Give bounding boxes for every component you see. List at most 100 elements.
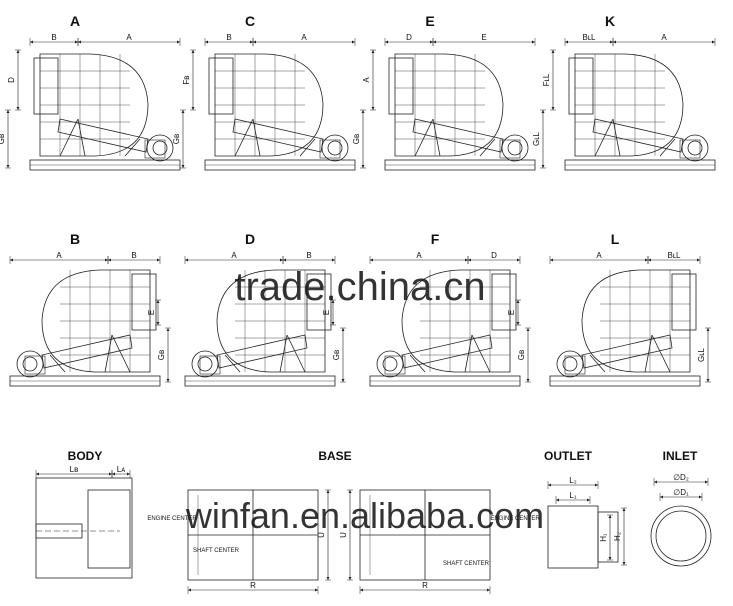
shaft-center-label: SHAFT CENTER [193, 548, 240, 554]
fan-view [9, 269, 161, 387]
view-title: F [431, 231, 440, 247]
view-title: K [605, 13, 615, 29]
shaft-center-label: SHAFT CENTER [443, 561, 490, 567]
dimension-label: A [126, 33, 132, 42]
fan-view [369, 269, 521, 387]
dimension-label: H₁ [599, 533, 608, 542]
motor-end [382, 356, 398, 372]
outlet-box [131, 273, 157, 331]
outlet-box [388, 57, 414, 115]
dimension-label: A [596, 251, 602, 260]
shaft-tube [401, 334, 493, 369]
fan-casing [581, 269, 691, 373]
body-inlet-ring [87, 489, 131, 569]
motor-housing [191, 350, 219, 378]
support-leg [589, 354, 606, 373]
view-title: C [245, 13, 255, 29]
motor-housing [376, 350, 404, 378]
view-title: B [70, 231, 80, 247]
dimension-label: E [507, 310, 516, 315]
motor-body [499, 139, 521, 159]
dimension-label: A [416, 251, 422, 260]
dimension-label: A [301, 33, 307, 42]
support-leg [104, 334, 113, 373]
dimension-label: B [226, 33, 231, 42]
motor-housing [146, 134, 174, 162]
motor-body [384, 355, 406, 375]
shaft-tube [412, 118, 504, 153]
dimension-label: GʟL [697, 348, 706, 362]
shaft-tube [592, 118, 684, 153]
dimension-label: D [7, 77, 16, 83]
support-leg [464, 334, 473, 373]
shaft-tube [232, 118, 324, 153]
support-leg [471, 334, 491, 373]
support-leg [414, 118, 434, 157]
dimension-label: R [422, 581, 428, 590]
fan-casing [216, 269, 326, 373]
support-leg [651, 334, 671, 373]
motor-end [197, 356, 213, 372]
fan-casing [574, 53, 684, 157]
support-leg [659, 138, 676, 157]
view-title: E [425, 13, 434, 29]
fan-casing [394, 53, 504, 157]
support-leg [479, 138, 496, 157]
support-leg [299, 138, 316, 157]
dimension-label: B [131, 251, 136, 260]
motor-body [199, 355, 221, 375]
motor-body [144, 139, 166, 159]
support-leg [612, 118, 621, 157]
dimension-label: Gʙ [172, 134, 181, 144]
engine-center-label: ENGINE CENTER [147, 516, 197, 522]
motor-end [152, 140, 168, 156]
support-leg [644, 334, 653, 373]
fan-view [29, 53, 181, 171]
support-leg [224, 354, 241, 373]
dimension-label: R [250, 581, 256, 590]
support-leg [432, 118, 441, 157]
outlet-box [491, 273, 517, 331]
section-title-inlet: INLET [663, 449, 698, 463]
view-title: A [70, 13, 80, 29]
dimension-label: Lᴀ [117, 465, 125, 474]
motor-housing [681, 134, 709, 162]
dimension-label: ∅D₁ [673, 488, 689, 497]
watermark-trade: trade.china.cn [234, 265, 485, 309]
fan-view [549, 269, 701, 387]
outlet-flange [547, 505, 599, 569]
motor-end [327, 140, 343, 156]
section-title-base: BASE [318, 449, 351, 463]
support-leg [286, 334, 306, 373]
support-leg [77, 118, 86, 157]
shaft-tube [581, 334, 673, 369]
dimension-label: Gʙ [0, 134, 6, 144]
shaft-tube [41, 334, 133, 369]
dimension-label: L₂ [569, 476, 577, 485]
support-leg [124, 138, 141, 157]
dimension-label: A [362, 77, 371, 83]
fan-casing [41, 269, 151, 373]
dimension-label: BʟL [582, 33, 596, 42]
dimension-label: D [406, 33, 412, 42]
support-leg [594, 118, 614, 157]
support-leg [49, 354, 66, 373]
dimension-label: B [51, 33, 56, 42]
dimension-label: Fʙ [182, 75, 191, 84]
dimension-label: D [491, 251, 497, 260]
outlet-box [306, 273, 332, 331]
motor-end [687, 140, 703, 156]
engine-center-label: ENGINE CENTER [490, 516, 540, 522]
dimension-label: H₂ [613, 532, 622, 541]
dimension-label: FʟL [542, 73, 551, 86]
outlet-box [33, 57, 59, 115]
shaft-tube [57, 118, 149, 153]
dimension-label: U [317, 532, 326, 538]
dimension-label: Gʙ [332, 350, 341, 360]
motor-body [319, 139, 341, 159]
dimension-label: B [306, 251, 311, 260]
support-leg [252, 118, 261, 157]
dimension-label: GʟL [532, 132, 541, 146]
dimension-label: BʟL [667, 251, 681, 260]
